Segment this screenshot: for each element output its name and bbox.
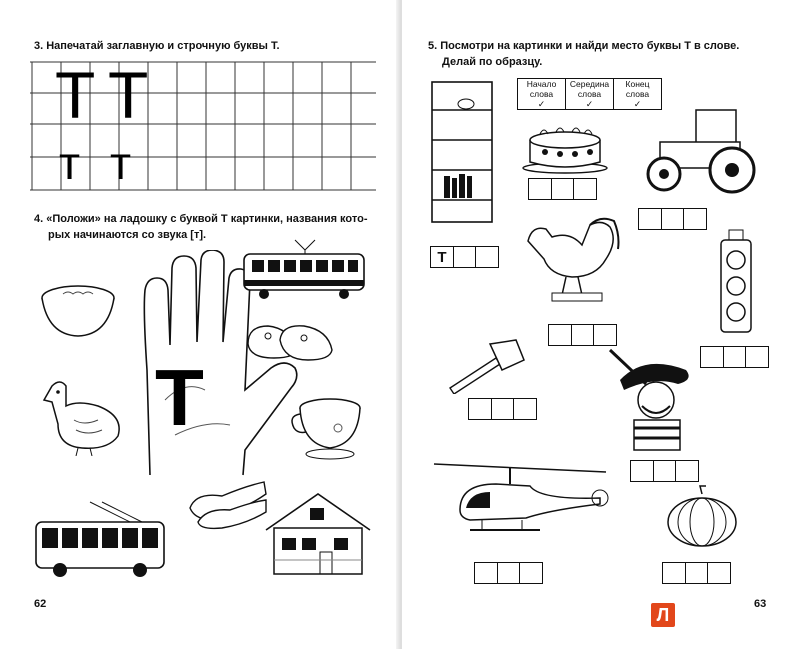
small-t-sample-1: т (59, 137, 81, 189)
hen-picture (38, 376, 128, 456)
answer-boxes-helicopter (474, 562, 543, 584)
answer-cell[interactable] (707, 562, 731, 584)
position-end-cell: Конец слова✓ (613, 78, 662, 110)
capital-t-sample-1: Т (55, 58, 96, 132)
answer-cell[interactable] (745, 346, 769, 368)
answer-boxes-tractor (638, 208, 707, 230)
palm-letter: Т (155, 353, 204, 442)
answer-cell-filled: Т (430, 246, 454, 268)
answer-cell[interactable] (630, 460, 654, 482)
answer-cell[interactable] (593, 324, 617, 346)
answer-cell[interactable] (638, 208, 662, 230)
check-icon: ✓ (585, 99, 594, 109)
answer-cell[interactable] (660, 208, 685, 230)
answer-cell[interactable] (683, 208, 707, 230)
small-t-sample-2: т (110, 137, 132, 189)
tram-picture (240, 238, 368, 300)
check-icon: ✓ (633, 99, 642, 109)
position-start-cell: Начало слова✓ (517, 78, 566, 110)
slippers-picture (244, 320, 336, 364)
answer-boxes-pumpkin (662, 562, 731, 584)
shelf-picture (426, 78, 498, 228)
answer-cell[interactable] (496, 562, 521, 584)
trolleybus-picture (30, 500, 170, 580)
answer-cell[interactable] (528, 178, 552, 200)
check-icon: ✓ (537, 99, 546, 109)
hammer-picture (446, 338, 526, 394)
answer-cell[interactable] (519, 562, 543, 584)
left-page-number: 62 (34, 598, 47, 610)
bowl-picture (38, 280, 118, 340)
right-page-number: 63 (754, 598, 767, 610)
palm-picture (125, 250, 300, 480)
right-page: 5. Посмотри на картинки и найди место бу… (402, 0, 800, 649)
answer-cell[interactable] (662, 562, 686, 584)
task-3-text: 3. Напечатай заглавную и строчную буквы … (34, 40, 280, 52)
answer-cell[interactable] (652, 460, 677, 482)
answer-cell[interactable] (550, 178, 575, 200)
answer-boxes-rooster (548, 324, 617, 346)
answer-cell[interactable] (548, 324, 572, 346)
answer-cell[interactable] (722, 346, 747, 368)
answer-boxes-traffic-light (700, 346, 769, 368)
answer-cell[interactable] (684, 562, 709, 584)
task-4-line2: рых начинаются со звука [т]. (48, 229, 207, 241)
left-page: 3. Напечатай заглавную и строчную буквы … (0, 0, 398, 649)
letter-position-table: Начало слова✓ Середина слова✓ Конец слов… (517, 78, 662, 110)
cake-picture (520, 122, 610, 174)
answer-cell[interactable] (570, 324, 595, 346)
pumpkin-picture (664, 484, 740, 548)
answer-cell[interactable] (675, 460, 699, 482)
house-picture (262, 490, 374, 578)
tractor-picture (640, 104, 760, 196)
cup-picture (290, 394, 370, 462)
task-4-line1: 4. «Положи» на ладошку с буквой Т картин… (34, 213, 368, 225)
answer-cell[interactable] (573, 178, 597, 200)
pirate-picture (594, 340, 704, 452)
rooster-picture (522, 215, 622, 305)
task-5-line2: Делай по образцу. (442, 56, 543, 68)
helicopter-picture (430, 450, 610, 550)
answer-cell[interactable] (474, 562, 498, 584)
answer-cell[interactable] (475, 246, 499, 268)
answer-cell[interactable] (468, 398, 492, 420)
capital-t-sample-2: Т (108, 58, 149, 132)
handwriting-grid (30, 61, 376, 191)
answer-boxes-pirate (630, 460, 699, 482)
position-middle-cell: Середина слова✓ (565, 78, 614, 110)
answer-cell[interactable] (452, 246, 477, 268)
answer-boxes-hammer (468, 398, 537, 420)
answer-cell[interactable] (513, 398, 537, 420)
answer-cell[interactable] (490, 398, 515, 420)
book-gutter (396, 0, 406, 649)
publisher-logo: Л (651, 603, 675, 627)
answer-boxes-shelf: Т (430, 246, 499, 268)
answer-boxes-cake (528, 178, 597, 200)
traffic-light-picture (715, 226, 757, 336)
shoes-picture (186, 478, 270, 530)
task-5-line1: 5. Посмотри на картинки и найди место бу… (428, 40, 740, 52)
